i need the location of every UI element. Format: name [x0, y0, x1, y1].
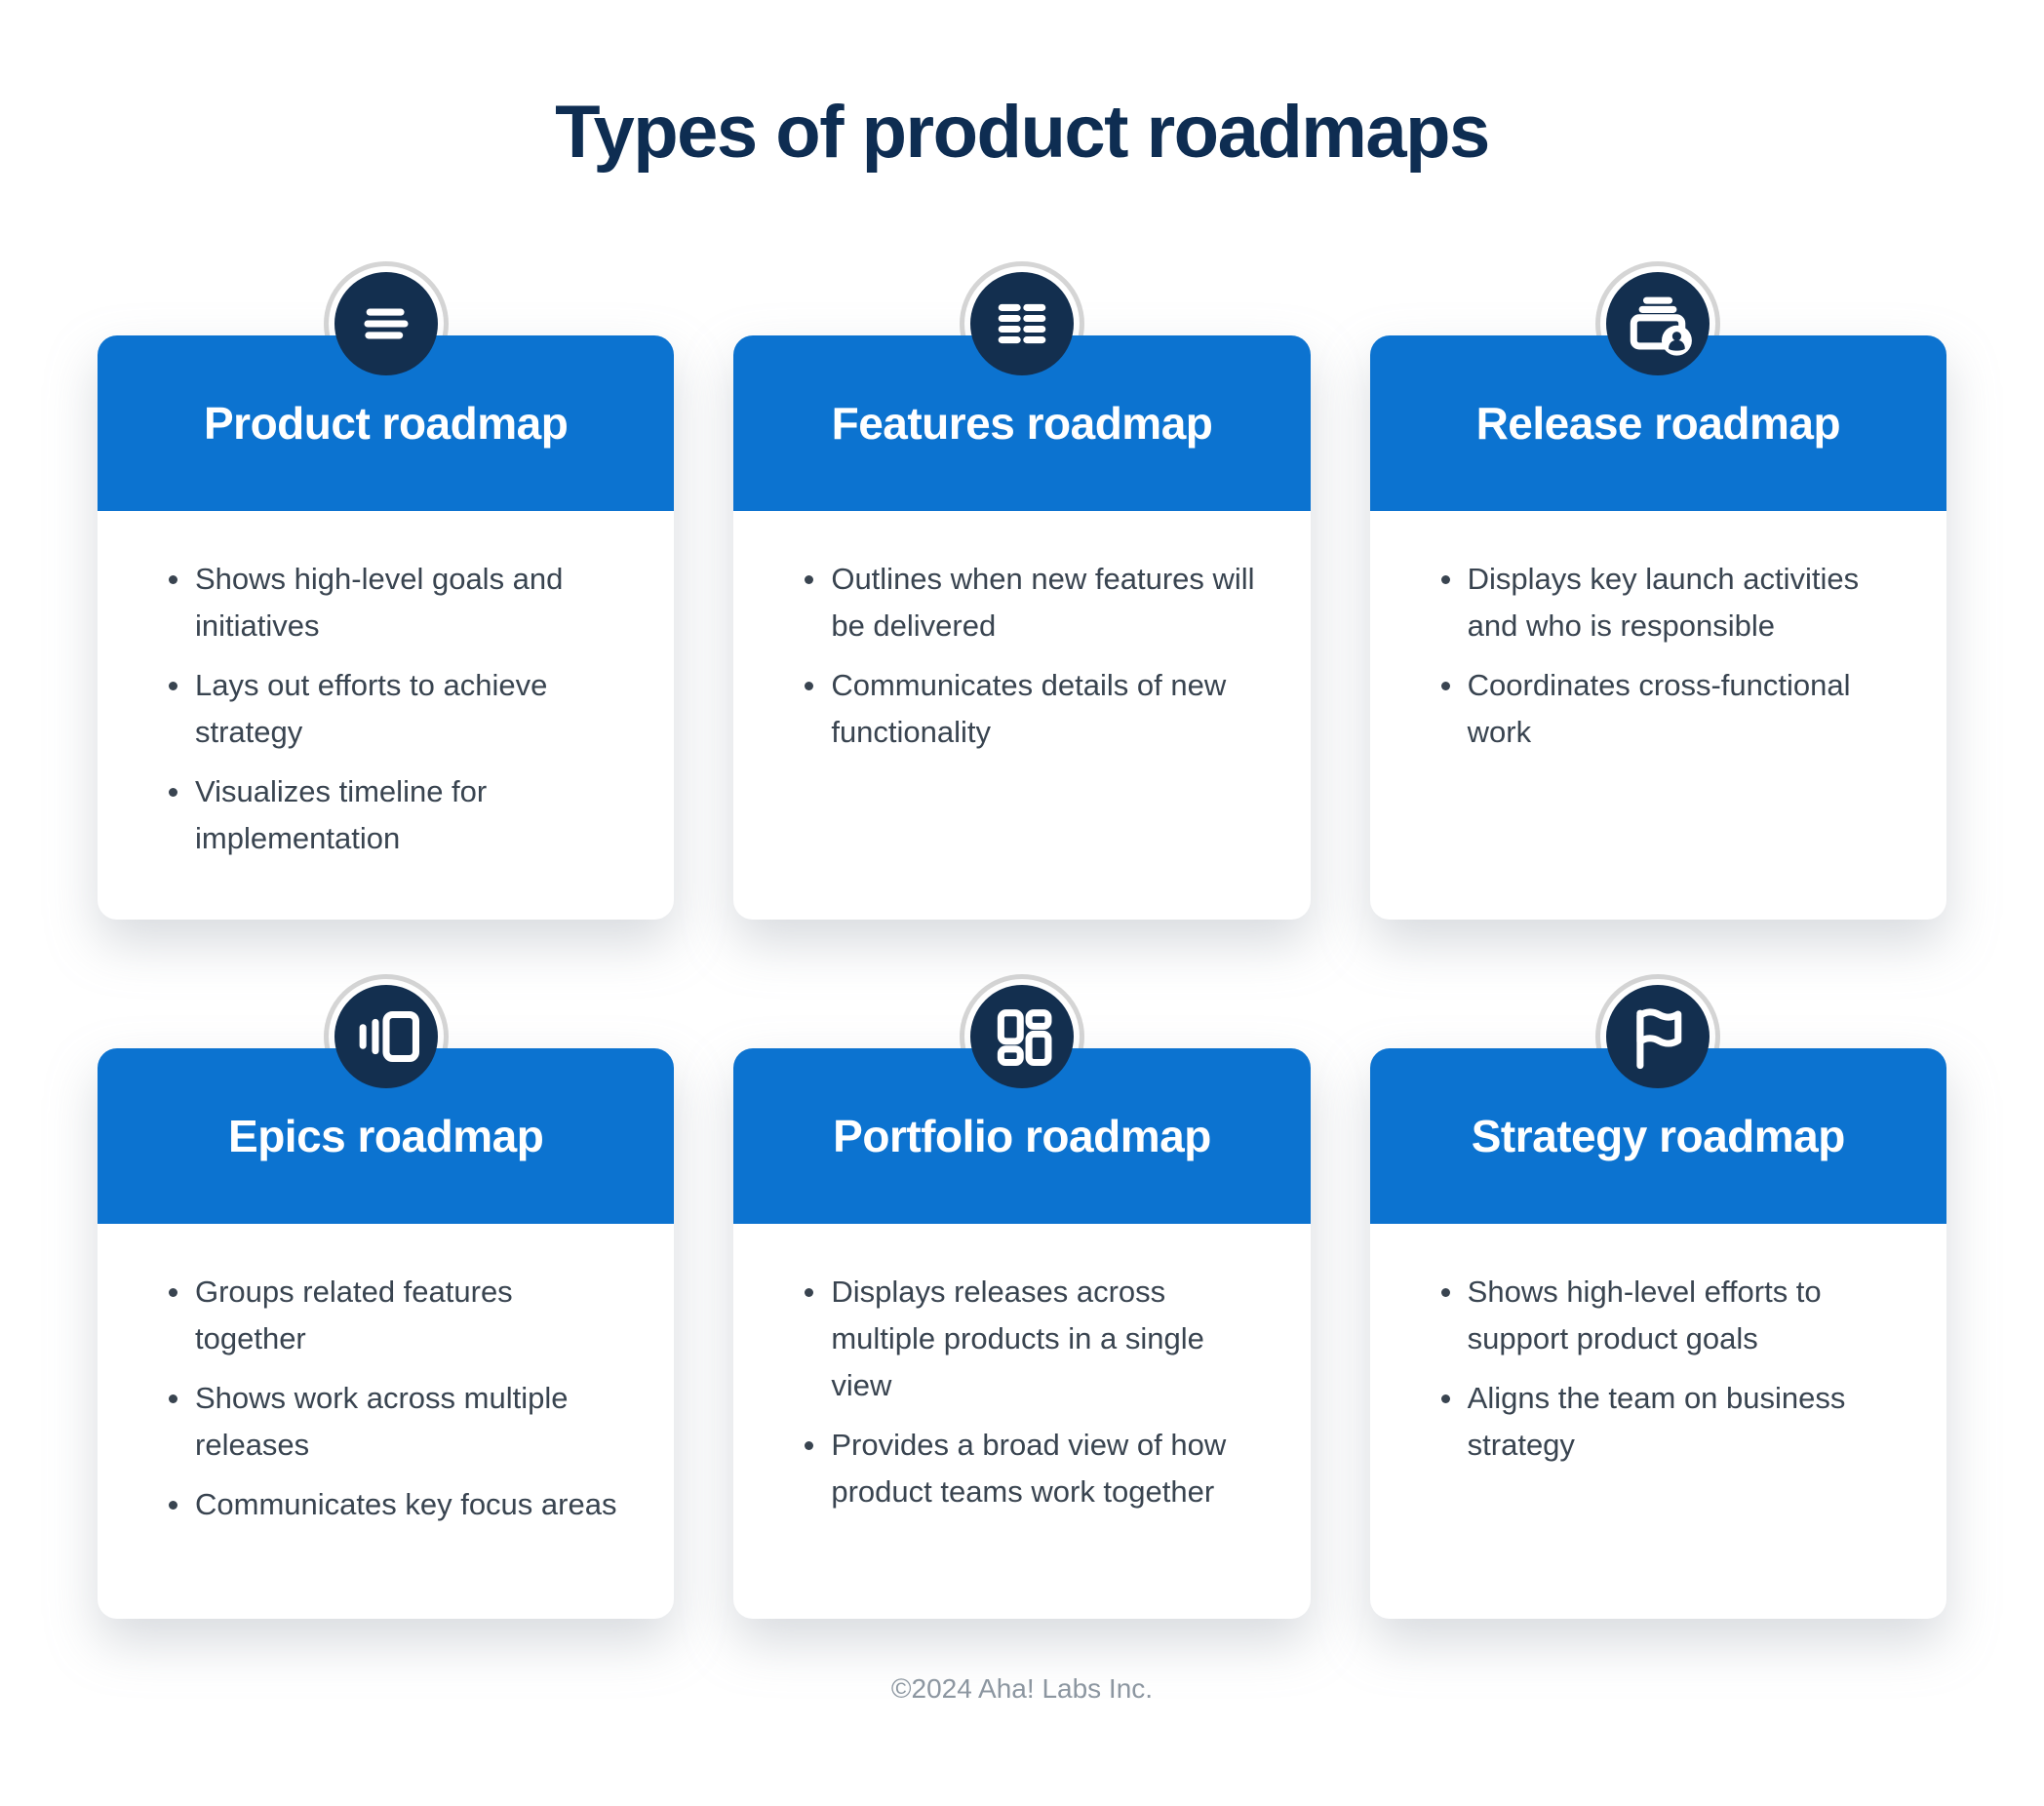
card-body: Groups related features together Shows w… — [98, 1224, 675, 1619]
card-epics-roadmap: Epics roadmap Groups related features to… — [98, 974, 675, 1619]
card-strategy-roadmap: Strategy roadmap Shows high-level effort… — [1369, 974, 1946, 1619]
icon-badge — [969, 272, 1074, 375]
icon-badge — [1606, 272, 1710, 375]
bullet-item: Outlines when new features will be deliv… — [782, 556, 1261, 649]
bullet-list: Shows high-level goals and initiatives L… — [146, 556, 625, 862]
bullet-item: Groups related features together — [146, 1269, 625, 1362]
icon-badge — [969, 985, 1074, 1088]
bullet-list: Groups related features together Shows w… — [146, 1269, 625, 1528]
card-body: Displays key launch activities and who i… — [1369, 511, 1946, 920]
bullet-item: Shows work across multiple releases — [146, 1375, 625, 1469]
card-sheet: Product roadmap Shows high-level goals a… — [98, 335, 675, 920]
epics-carousel-icon — [359, 1010, 419, 1063]
bullet-list: Outlines when new features will be deliv… — [782, 556, 1261, 756]
footer-copyright: ©2024 Aha! Labs Inc. — [890, 1673, 1154, 1704]
card-release-roadmap: Release roadmap Displays key launch acti… — [1369, 261, 1946, 920]
bullet-list: Shows high-level efforts to support prod… — [1419, 1269, 1898, 1469]
card-product-roadmap: Product roadmap Shows high-level goals a… — [98, 261, 675, 920]
bullet-item: Displays releases across multiple produc… — [782, 1269, 1261, 1409]
card-title: Features roadmap — [831, 398, 1213, 449]
bullet-list: Displays key launch activities and who i… — [1419, 556, 1898, 756]
page-title: Types of product roadmaps — [555, 91, 1490, 174]
card-title: Portfolio roadmap — [833, 1111, 1211, 1161]
strategy-flag-icon — [1636, 1008, 1682, 1070]
icon-badge — [1606, 985, 1710, 1088]
card-sheet: Strategy roadmap Shows high-level effort… — [1369, 1048, 1946, 1619]
card-title: Epics roadmap — [228, 1111, 544, 1161]
card-body: Outlines when new features will be deliv… — [733, 511, 1311, 920]
icon-badge — [334, 985, 438, 1088]
card-sheet: Release roadmap Displays key launch acti… — [1369, 335, 1946, 920]
bullet-item: Displays key launch activities and who i… — [1419, 556, 1898, 649]
icon-badge — [334, 272, 438, 375]
release-cards-person-icon — [1631, 296, 1693, 356]
card-body: Shows high-level efforts to support prod… — [1369, 1224, 1946, 1619]
card-features-roadmap: Features roadmap Outlines when new featu… — [733, 261, 1311, 920]
bullet-item: Coordinates cross-functional work — [1419, 662, 1898, 756]
bullet-item: Lays out efforts to achieve strategy — [146, 662, 625, 756]
card-title: Release roadmap — [1475, 398, 1841, 449]
portfolio-grid-icon — [997, 1009, 1052, 1067]
card-body: Shows high-level goals and initiatives L… — [98, 511, 675, 920]
card-sheet: Portfolio roadmap Displays releases acro… — [733, 1048, 1311, 1619]
bullet-item: Visualizes timeline for implementation — [146, 768, 625, 862]
card-portfolio-roadmap: Portfolio roadmap Displays releases acro… — [733, 974, 1311, 1619]
bullet-list: Displays releases across multiple produc… — [782, 1269, 1261, 1515]
bullet-item: Shows high-level goals and initiatives — [146, 556, 625, 649]
card-title: Strategy roadmap — [1471, 1111, 1846, 1161]
bullet-item: Provides a broad view of how product tea… — [782, 1422, 1261, 1515]
bullet-item: Communicates details of new functionalit… — [782, 662, 1261, 756]
card-body: Displays releases across multiple produc… — [733, 1224, 1311, 1619]
card-title: Product roadmap — [204, 398, 569, 449]
bullet-item: Communicates key focus areas — [146, 1481, 625, 1528]
card-sheet: Epics roadmap Groups related features to… — [98, 1048, 675, 1619]
cards-grid: Product roadmap Shows high-level goals a… — [98, 261, 1946, 1619]
bullet-item: Shows high-level efforts to support prod… — [1419, 1269, 1898, 1362]
list-lines-icon — [364, 308, 409, 339]
bullet-item: Aligns the team on business strategy — [1419, 1375, 1898, 1469]
feature-columns-icon — [998, 303, 1046, 344]
card-sheet: Features roadmap Outlines when new featu… — [733, 335, 1311, 920]
